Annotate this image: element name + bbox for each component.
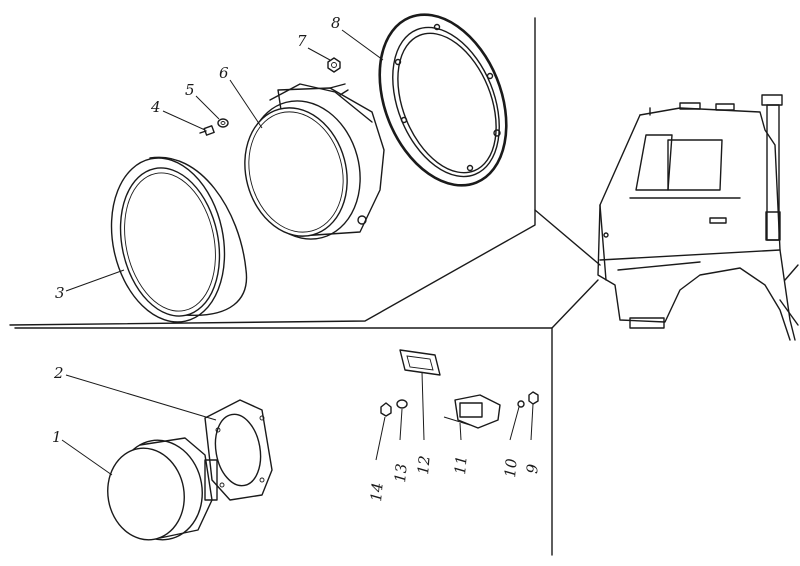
callout-6: 6 (219, 64, 229, 82)
washer-part-10 (517, 400, 525, 408)
callout-labels: 1 2 3 4 5 6 7 8 9 10 11 12 13 14 (52, 14, 542, 502)
nut-part-14 (380, 402, 392, 417)
washer-part-13 (396, 399, 408, 409)
leader-lines (61, 29, 534, 476)
callout-10: 10 (501, 457, 521, 478)
nut-part-7 (327, 57, 341, 73)
callout-5: 5 (185, 81, 195, 99)
mounting-ring-part-8 (378, 13, 508, 187)
callout-3: 3 (55, 284, 65, 302)
callout-9: 9 (523, 463, 542, 475)
callout-8: 8 (331, 14, 341, 32)
screw-part-4 (199, 125, 215, 136)
lamp-housing-part-11 (443, 394, 501, 429)
truck-cab (597, 94, 799, 341)
gasket-part-12 (399, 349, 441, 441)
callout-12: 12 (414, 455, 434, 476)
callout-7: 7 (297, 32, 307, 50)
rim-part-3 (110, 156, 248, 323)
callout-1: 1 (52, 428, 62, 446)
panel-frame-lines (9, 17, 601, 556)
callout-4: 4 (150, 98, 161, 116)
callout-14: 14 (367, 482, 387, 503)
callout-2: 2 (53, 364, 64, 382)
washer-part-5 (217, 118, 229, 128)
flange-part-2 (204, 399, 273, 501)
callout-11: 11 (451, 455, 471, 476)
headlamp-unit-part-6 (244, 83, 385, 240)
nut-part-9 (528, 391, 539, 405)
callout-13: 13 (391, 463, 411, 484)
side-lamp-part-1 (107, 437, 218, 541)
